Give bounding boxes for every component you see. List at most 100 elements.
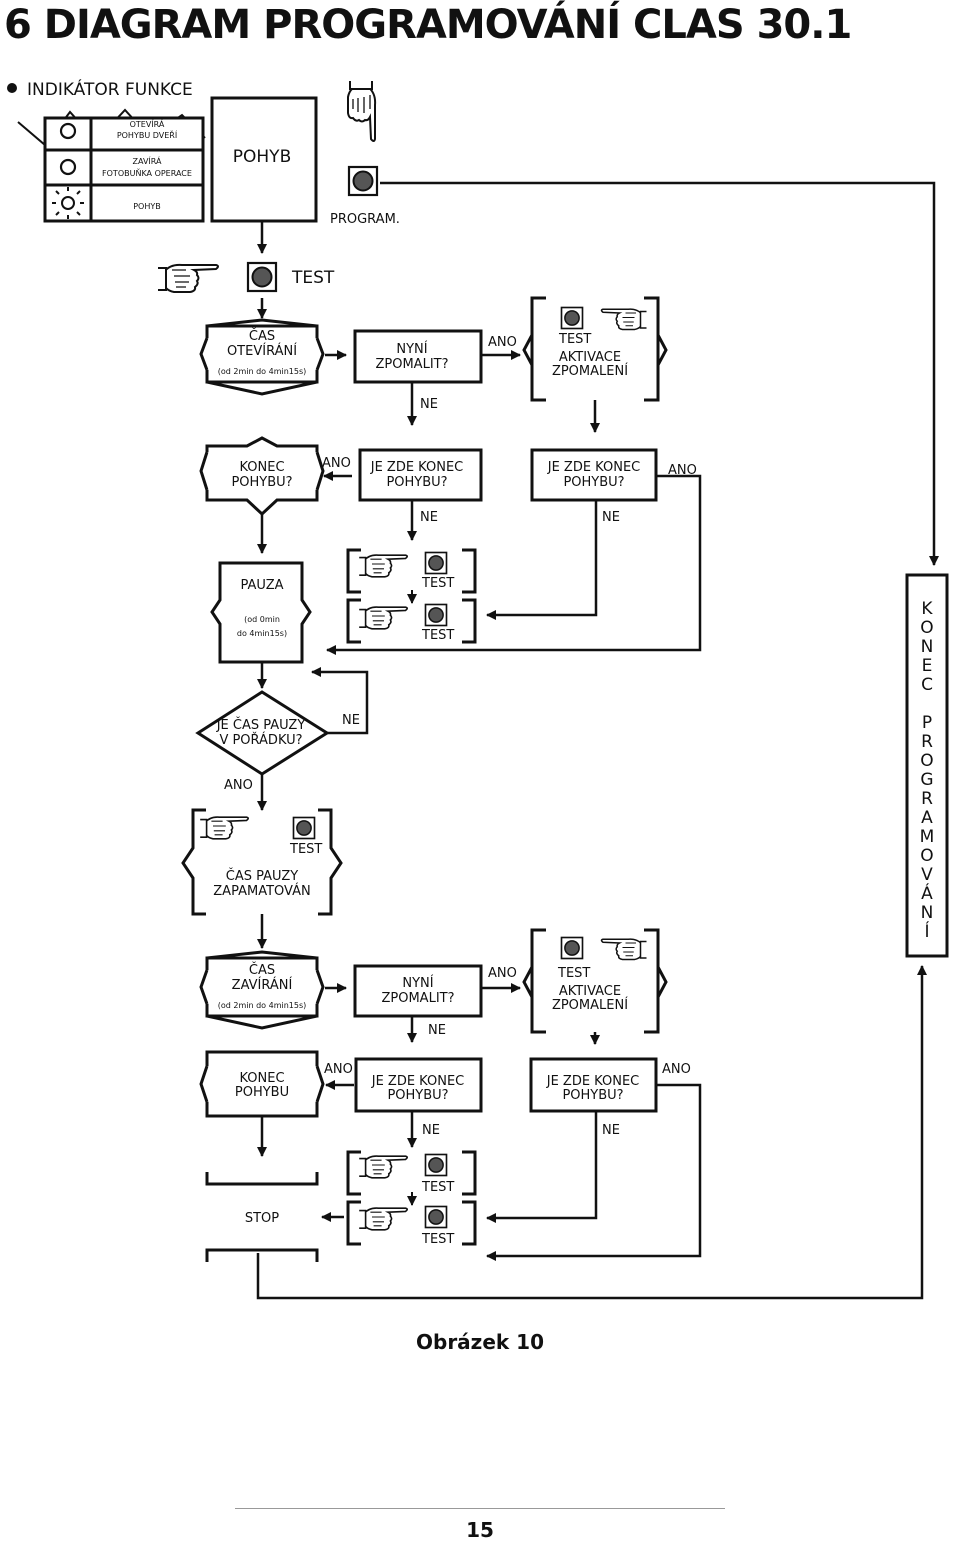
ano-label: ANO <box>488 966 517 981</box>
indicator-row-3-line1: POHYB <box>133 202 161 211</box>
test-label: TEST <box>421 1232 454 1247</box>
end-programming-letter: P <box>922 713 932 733</box>
close-time-block: ČAS ZAVÍRÁNÍ (od 2min do 4min15s) <box>199 950 325 1030</box>
end-programming-letter: N <box>921 903 934 923</box>
arrow-to-end <box>380 181 939 566</box>
ne-label: NE <box>428 1023 446 1038</box>
hand-pointer-icon <box>358 606 409 630</box>
arrow <box>486 500 598 620</box>
pause-block: PAUZA (od 0min do 4min15s) <box>210 561 312 664</box>
is-end-here-question <box>358 448 483 502</box>
end-programming-letter: N <box>921 637 934 657</box>
slow-now-line2: ZPOMALIT? <box>381 991 454 1006</box>
ne-label: NE <box>422 1123 440 1138</box>
indicator-row-2-line1: ZAVÍRÁ <box>133 155 163 166</box>
end-programming-letter: V <box>921 865 933 885</box>
end-programming-letter: Í <box>924 920 929 942</box>
pohyb-label: POHYB <box>233 147 291 167</box>
hand-pointer-icon <box>347 80 377 142</box>
test-button[interactable] <box>424 1205 448 1229</box>
close-time-line2: ZAVÍRÁNÍ <box>232 977 293 993</box>
test-label: TEST <box>558 332 591 347</box>
stop-label: STOP <box>245 1211 279 1226</box>
open-time-range: (od 2min do 4min15s) <box>218 367 307 376</box>
test-button[interactable] <box>424 603 448 627</box>
test-button[interactable] <box>292 816 316 840</box>
test-label: TEST <box>421 1180 454 1195</box>
is-end-here-line1: JE ZDE KONEC <box>370 460 464 475</box>
light-off-icon <box>59 122 77 140</box>
slow-now-question <box>353 964 483 1018</box>
pohyb-box <box>210 96 318 223</box>
pause-ok-line2: V POŘÁDKU? <box>219 732 302 748</box>
ano-label: ANO <box>324 1062 353 1077</box>
test-button[interactable] <box>424 1153 448 1177</box>
open-time-line2: OTEVÍRÁNÍ <box>227 343 297 359</box>
end-programming-letter: M <box>920 827 935 847</box>
test-button[interactable] <box>560 936 584 960</box>
close-time-range: (od 2min do 4min15s) <box>218 1001 307 1010</box>
ano-label: ANO <box>224 778 253 793</box>
program-button[interactable] <box>347 165 379 197</box>
slow-now-line1: NYNÍ <box>396 341 427 357</box>
hand-pointer-icon <box>157 263 219 293</box>
test-button[interactable] <box>560 306 584 330</box>
indicator-row-1-line1: OTEVÍRÁ <box>130 118 165 129</box>
end-of-motion-line1: KONEC <box>239 1071 284 1086</box>
hand-pointer-icon <box>358 1155 409 1179</box>
ne-label: NE <box>420 510 438 525</box>
indicator-row-1-line2: POHYBU DVEŘÍ <box>117 129 178 140</box>
ne-label: NE <box>420 397 438 412</box>
light-on-icon <box>52 187 84 219</box>
footer-divider <box>235 1508 725 1509</box>
arrow <box>486 1111 598 1223</box>
test-button[interactable] <box>246 261 278 293</box>
pause-line1: PAUZA <box>241 578 284 593</box>
is-end-here-line1: JE ZDE KONEC <box>546 1074 640 1089</box>
end-programming-letter: C <box>921 675 933 695</box>
activation-line2: ZPOMALENÍ <box>552 997 628 1013</box>
indicator-panel: OTEVÍRÁ POHYBU DVEŘÍ ZAVÍRÁ FOTOBUŇKA OP… <box>17 108 206 223</box>
page-title: 6 DIAGRAM PROGRAMOVÁNÍ CLAS 30.1 <box>4 2 852 48</box>
end-of-motion-line2: POHYBU? <box>231 475 292 490</box>
ano-label: ANO <box>662 1062 691 1077</box>
slow-now-question <box>353 329 483 384</box>
indicator-heading: INDIKÁTOR FUNKCE <box>27 78 193 100</box>
activation-line1: AKTIVACE <box>559 350 621 365</box>
end-programming-letter: A <box>921 808 933 828</box>
program-label: PROGRAM. <box>330 212 400 227</box>
is-end-here-question <box>354 1057 483 1113</box>
pause-range1: (od 0min <box>244 615 280 624</box>
end-programming-letter: Á <box>921 882 933 904</box>
activation-line1: AKTIVACE <box>559 984 621 999</box>
pause-saved-line2: ZAPAMATOVÁN <box>213 883 310 899</box>
arrow <box>486 1083 702 1261</box>
end-programming-letter: K <box>921 599 933 619</box>
test-label: TEST <box>291 268 335 288</box>
arrow <box>326 474 702 655</box>
end-of-motion-line2: POHYBU <box>235 1085 289 1100</box>
test-label: TEST <box>557 966 590 981</box>
is-end-here-line2: POHYBU? <box>563 475 624 490</box>
test-label: TEST <box>289 842 322 857</box>
is-end-here-question <box>529 1057 658 1113</box>
ne-label: NE <box>342 713 360 728</box>
is-end-here-line1: JE ZDE KONEC <box>371 1074 465 1089</box>
ano-label: ANO <box>322 456 351 471</box>
hand-pointer-icon <box>199 816 249 840</box>
pause-saved-block: TEST ČAS PAUZY ZAPAMATOVÁN <box>181 808 343 916</box>
test-button[interactable] <box>424 551 448 575</box>
open-time-block: ČAS OTEVÍRÁNÍ (od 2min do 4min15s) <box>199 318 325 396</box>
close-time-line1: ČAS <box>249 962 275 978</box>
bullet-dot <box>7 83 17 93</box>
hand-pointer-icon <box>358 1207 409 1231</box>
end-programming-letter: R <box>921 789 933 809</box>
end-programming-letter: G <box>920 770 933 790</box>
hand-pointer-icon <box>600 308 648 331</box>
arrow <box>311 667 369 735</box>
end-programming-box <box>905 573 949 958</box>
ano-label: ANO <box>488 335 517 350</box>
ne-label: NE <box>602 1123 620 1138</box>
double-test-block: TEST TEST <box>346 548 477 644</box>
